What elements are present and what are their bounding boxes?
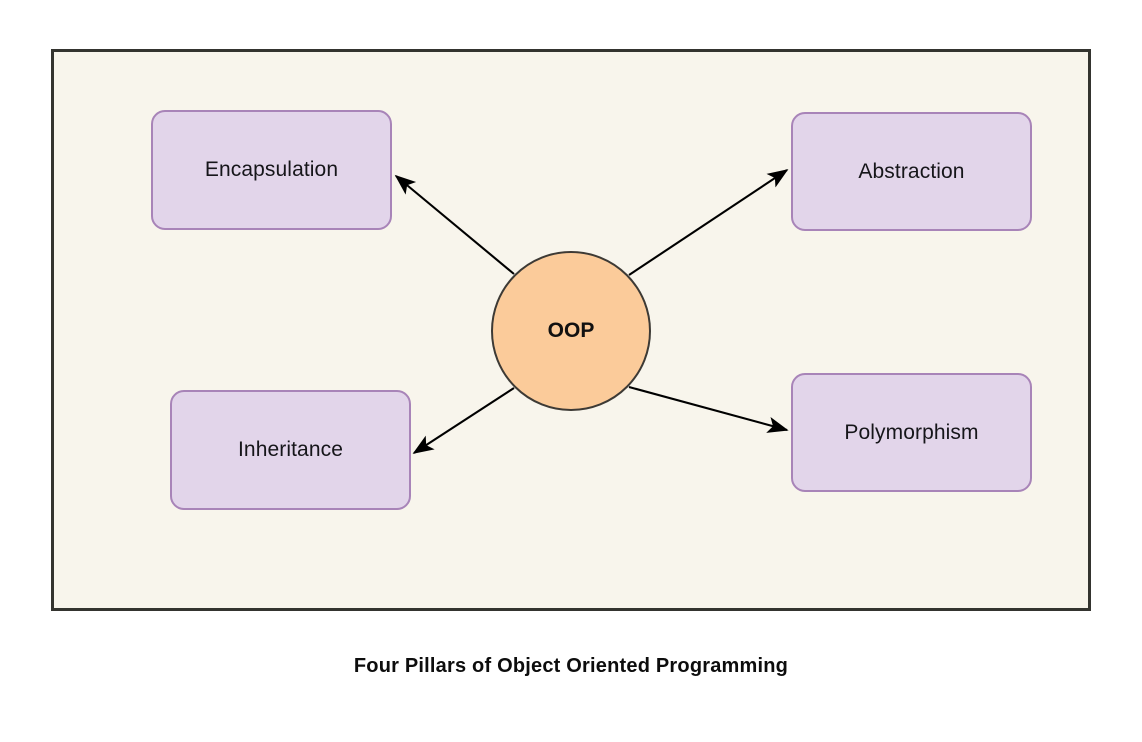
node-polymorphism-label: Polymorphism [844,420,979,444]
node-encapsulation-label: Encapsulation [204,158,339,181]
diagram-caption: Four Pillars of Object Oriented Programm… [353,655,789,677]
node-polymorphism[interactable]: Polymorphism [791,373,1032,492]
node-encapsulation[interactable]: Encapsulation [151,110,392,230]
node-abstraction[interactable]: Abstraction [791,112,1032,231]
node-abstraction-label: Abstraction [858,159,965,183]
node-oop-label: OOP [547,319,595,342]
node-inheritance[interactable]: Inheritance [170,390,411,510]
node-inheritance-label: Inheritance [237,438,343,461]
node-oop-center[interactable]: OOP [491,251,651,411]
